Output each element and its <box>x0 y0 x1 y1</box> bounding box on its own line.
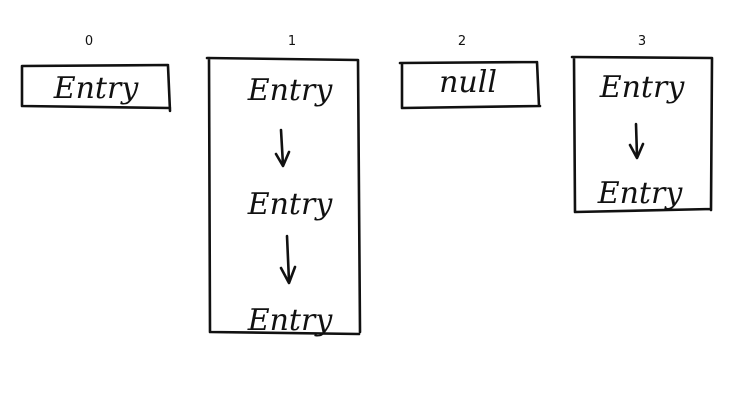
bucket-0: 0 Entry <box>20 34 172 113</box>
arrow-head-icon <box>274 150 291 168</box>
bucket-box-3 <box>570 55 714 214</box>
bucket-3-entry-1: Entry <box>597 176 684 211</box>
bucket-index-0: 0 <box>85 34 93 49</box>
bucket-2: 2 null <box>398 34 542 110</box>
bucket-1-entry-1: Entry <box>247 187 334 222</box>
bucket-box-2 <box>398 60 542 110</box>
bucket-index-2: 2 <box>458 34 466 49</box>
arrow-down-icon <box>285 234 291 283</box>
arrow-head-icon <box>628 142 645 160</box>
bucket-2-entry-0: null <box>439 65 497 100</box>
bucket-0-entry-0: Entry <box>53 71 140 106</box>
bucket-1: 1 Entry Entry Entry <box>205 34 362 338</box>
bucket-box-0 <box>20 63 172 113</box>
arrow-head-icon <box>279 265 297 285</box>
bucket-box-1 <box>205 56 362 336</box>
bucket-3-entry-0: Entry <box>599 70 686 105</box>
bucket-3: 3 Entry Entry <box>570 34 714 214</box>
bucket-index-3: 3 <box>638 34 646 49</box>
arrow-down-icon <box>634 122 639 158</box>
bucket-1-entry-0: Entry <box>247 73 334 108</box>
bucket-1-entry-2: Entry <box>247 303 334 338</box>
arrow-down-icon <box>279 128 285 167</box>
bucket-index-1: 1 <box>288 34 296 49</box>
